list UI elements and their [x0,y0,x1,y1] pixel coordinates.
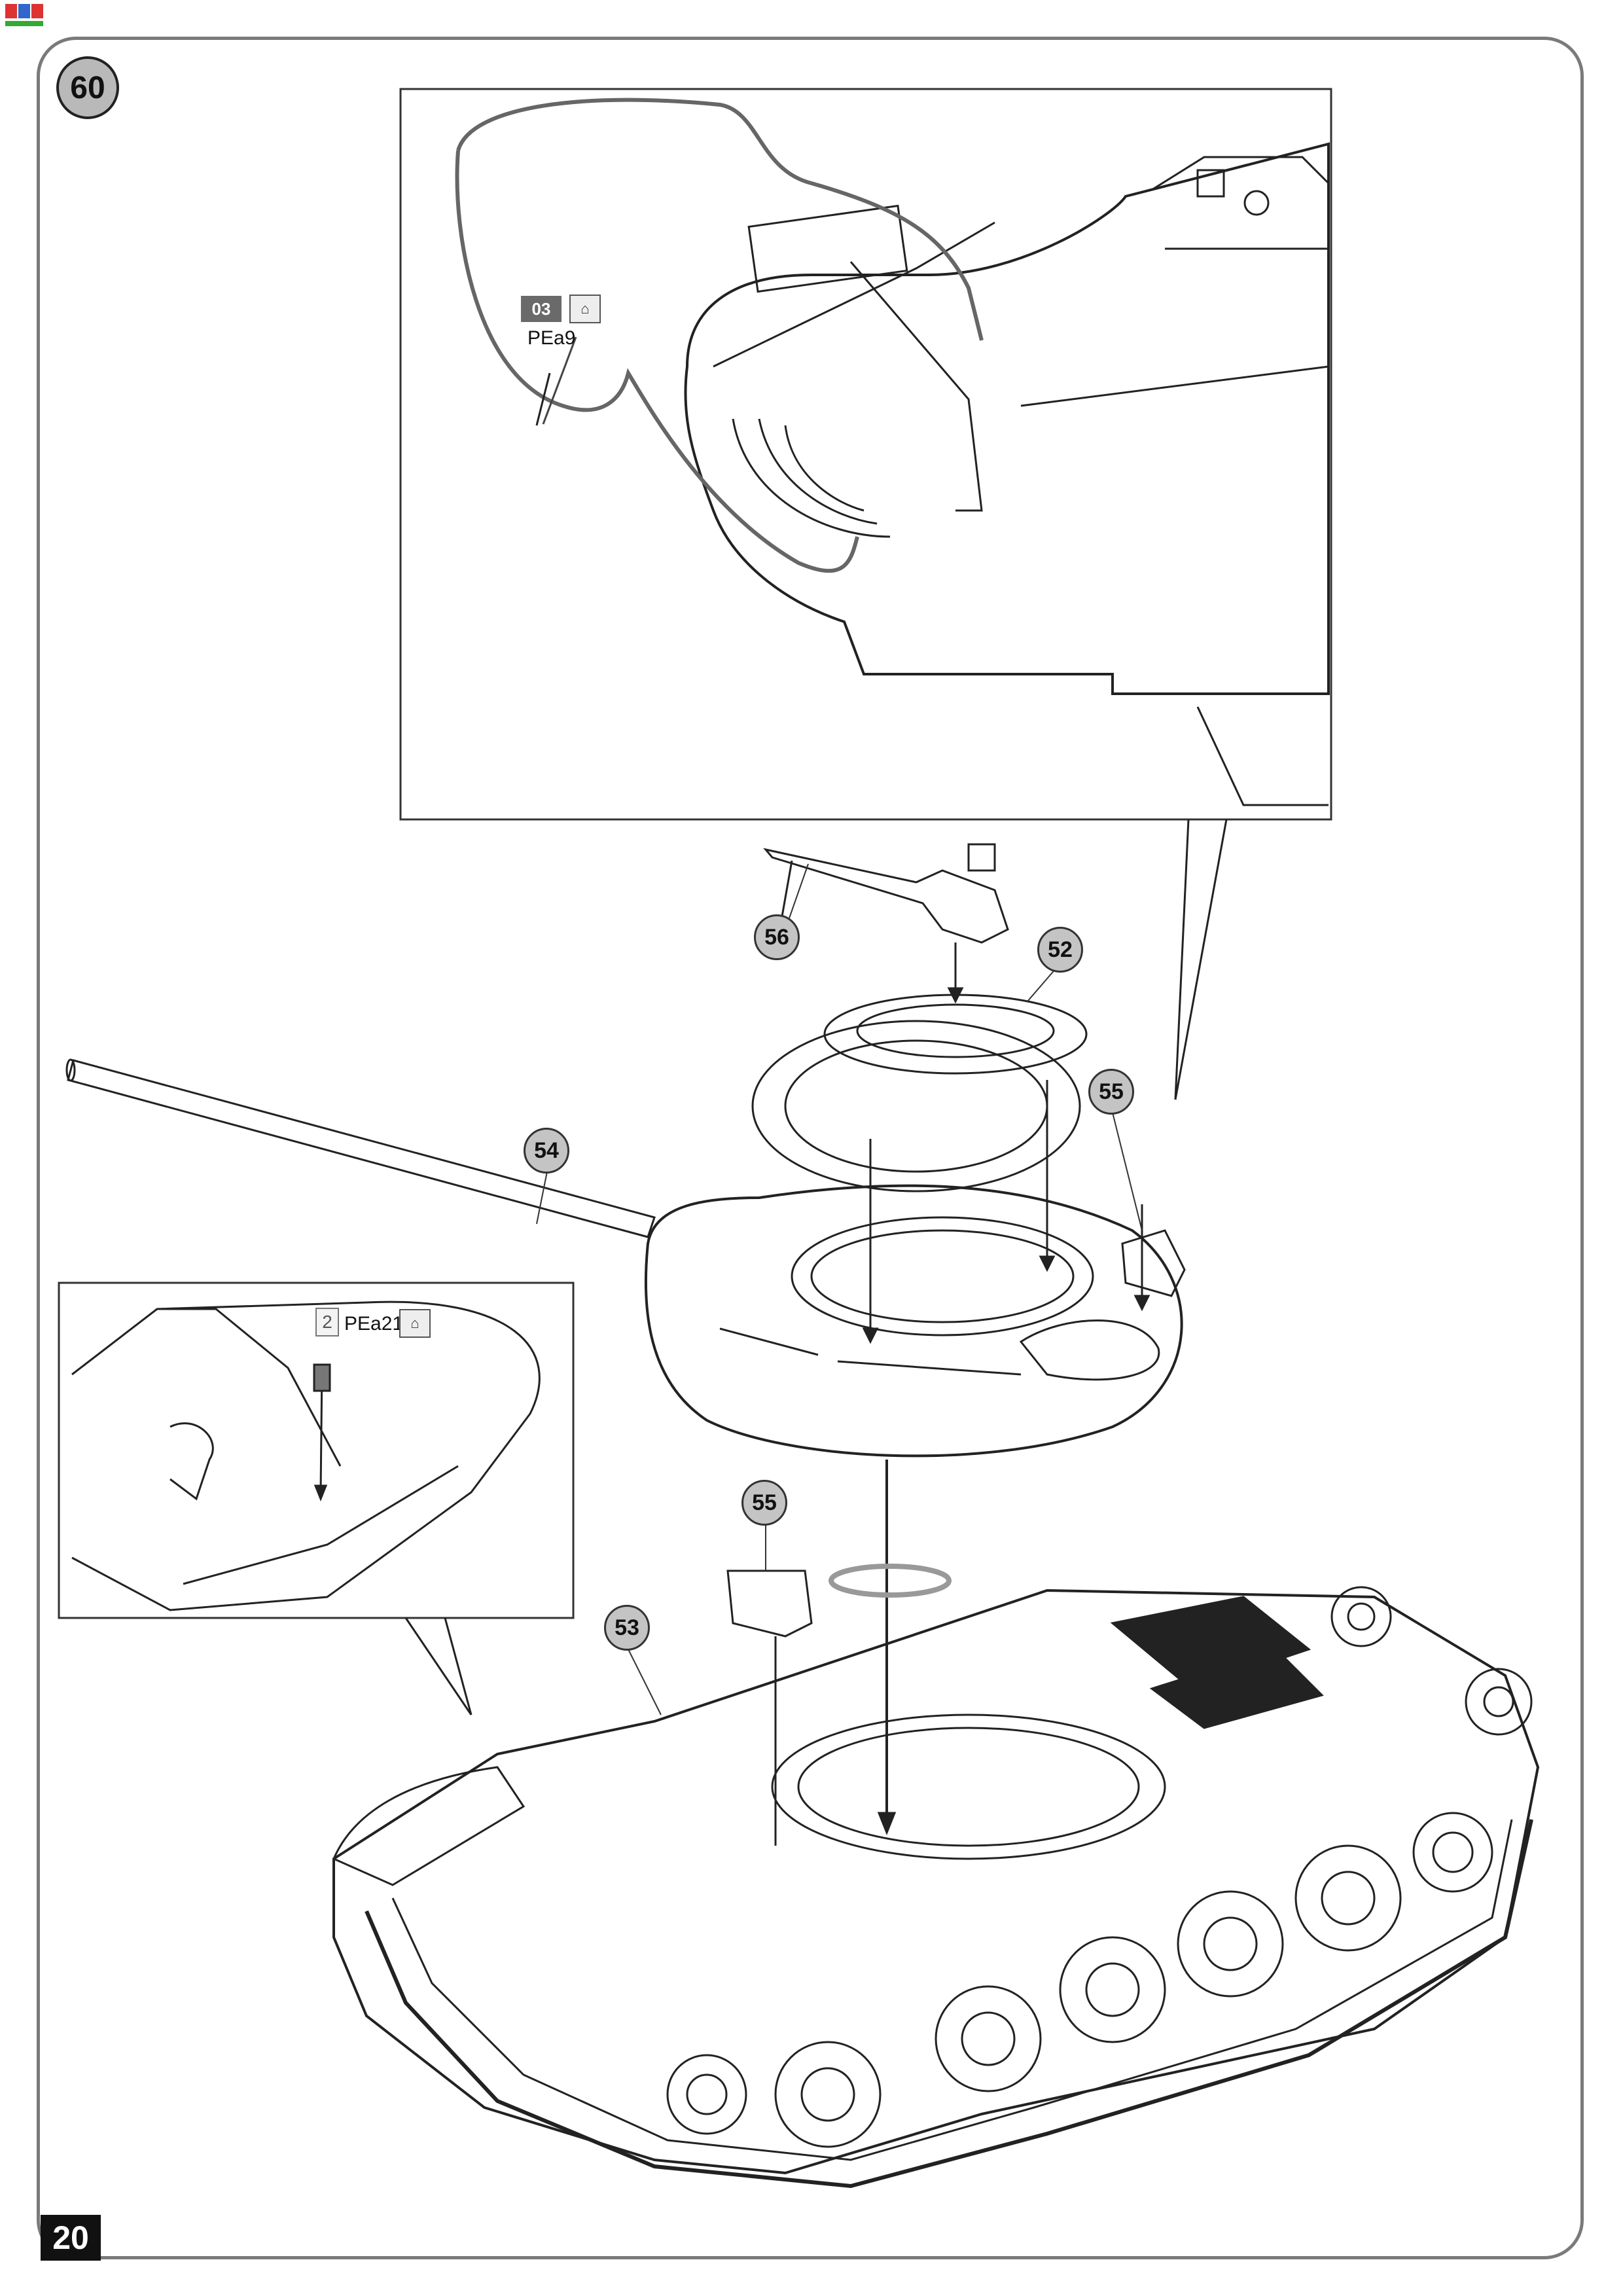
left-inset-frame [58,1282,575,1619]
track [365,1819,1533,2189]
part-callout-54: 54 [524,1128,569,1174]
part-callout-56: 56 [754,914,800,960]
hull-body [332,1588,1540,2175]
pe-sheet-code: 03 [521,296,562,322]
lamp-part [726,1570,813,1638]
turret-roof-part [751,1020,1081,1193]
stowage-box-part [1121,1229,1186,1297]
turret-ring-opening [771,1713,1166,1860]
photo-etch-icon: ⌂ [399,1309,431,1338]
machine-gun-part [763,848,1009,944]
pe-part-label-pea9: PEa9 [527,327,576,349]
part-callout-55-upper: 55 [1088,1069,1134,1115]
turret-body-part [644,1184,1183,1458]
page-number: 20 [41,2215,101,2261]
photo-etch-icon: ⌂ [569,295,601,323]
part-callout-53: 53 [604,1605,650,1651]
pe-part-label-pea21: PEa21 [344,1313,404,1335]
part-callout-55-lower: 55 [741,1480,787,1526]
step-number-badge: 60 [56,56,119,119]
publisher-logo [4,3,46,29]
top-inset-frame [399,88,1332,821]
part-callout-52: 52 [1037,927,1083,973]
pe-number-box: 2 [315,1308,339,1336]
cupola-ring-part [823,994,1088,1075]
rotation-indicator [829,1564,952,1598]
road-wheels [666,1812,1493,2148]
turret-detail-outline [684,142,1330,695]
page-frame [37,37,1584,2259]
gun-barrel-part [67,1059,656,1238]
pe-cut-outline [456,98,984,341]
